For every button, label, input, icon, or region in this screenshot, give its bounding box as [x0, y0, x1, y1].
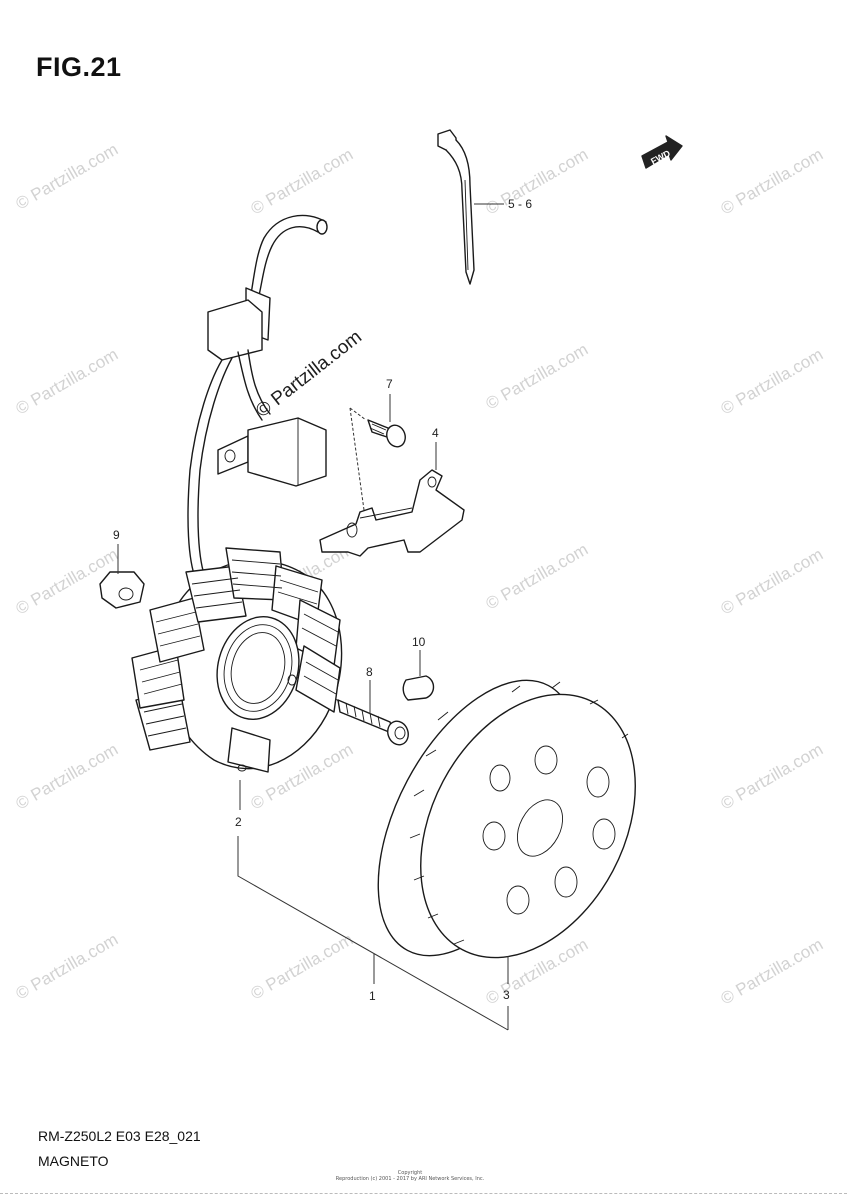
nut-part: [99, 571, 145, 609]
callout-1: 1: [369, 989, 376, 1003]
callout-9: 9: [113, 528, 120, 542]
bolt-part-8: [337, 699, 409, 746]
key-part: [402, 675, 435, 701]
pickup-coil: [217, 417, 327, 487]
rotor-part: [377, 679, 636, 959]
section-name: MAGNETO: [38, 1153, 109, 1169]
copyright-line-1: Copyright: [397, 1170, 423, 1176]
bolt-part-7: [367, 419, 406, 448]
bracket-part: [319, 469, 465, 557]
watermark: © Partzilla.com: [483, 145, 592, 219]
callout-4: 4: [432, 426, 439, 440]
callout-3: 3: [503, 988, 510, 1002]
watermark: © Partzilla.com: [718, 545, 827, 619]
copyright-line-2: Reproduction (c) 2001 - 2017 by ARI Netw…: [335, 1176, 485, 1182]
watermark: © Partzilla.com: [483, 540, 592, 614]
wiring-harness: [187, 214, 328, 581]
callout-leaders: [117, 203, 509, 984]
watermark: © Partzilla.com: [483, 340, 592, 414]
callout-8: 8: [366, 665, 373, 679]
watermark: © Partzilla.com: [248, 145, 357, 219]
watermark: © Partzilla.com: [13, 740, 122, 814]
stator-coil-windings: [139, 559, 339, 737]
callout-5-6: 5 - 6: [508, 197, 532, 211]
watermark: © Partzilla.com: [718, 740, 827, 814]
watermark: © Partzilla.com: [13, 345, 122, 419]
watermark: © Partzilla.com: [718, 145, 827, 219]
watermark: © Partzilla.com: [13, 140, 122, 214]
figure-title: FIG.21: [36, 52, 122, 82]
fwd-arrow-icon: FWD: [641, 135, 683, 169]
watermark: © Partzilla.com: [13, 930, 122, 1004]
clamp-part: [437, 129, 475, 285]
callout-7: 7: [386, 377, 393, 391]
model-code: RM-Z250L2 E03 E28_021: [38, 1128, 201, 1144]
assembly-bracket-1: [237, 836, 509, 1031]
watermark: © Partzilla.com: [718, 935, 827, 1009]
callout-2: 2: [235, 815, 242, 829]
stator-part: [131, 547, 343, 773]
watermark: © Partzilla.com: [718, 345, 827, 419]
watermark: © Partzilla.com: [248, 930, 357, 1004]
callout-10: 10: [412, 635, 426, 649]
copyright-notice: Copyright Reproduction (c) 2001 - 2017 b…: [330, 1170, 490, 1182]
bottom-dashed-border: [0, 1193, 847, 1196]
watermark-prominent: © Partzilla.com: [252, 327, 366, 422]
callout-labels: 1 2 3 4 5 - 6 7 8 9 10: [113, 197, 532, 1003]
